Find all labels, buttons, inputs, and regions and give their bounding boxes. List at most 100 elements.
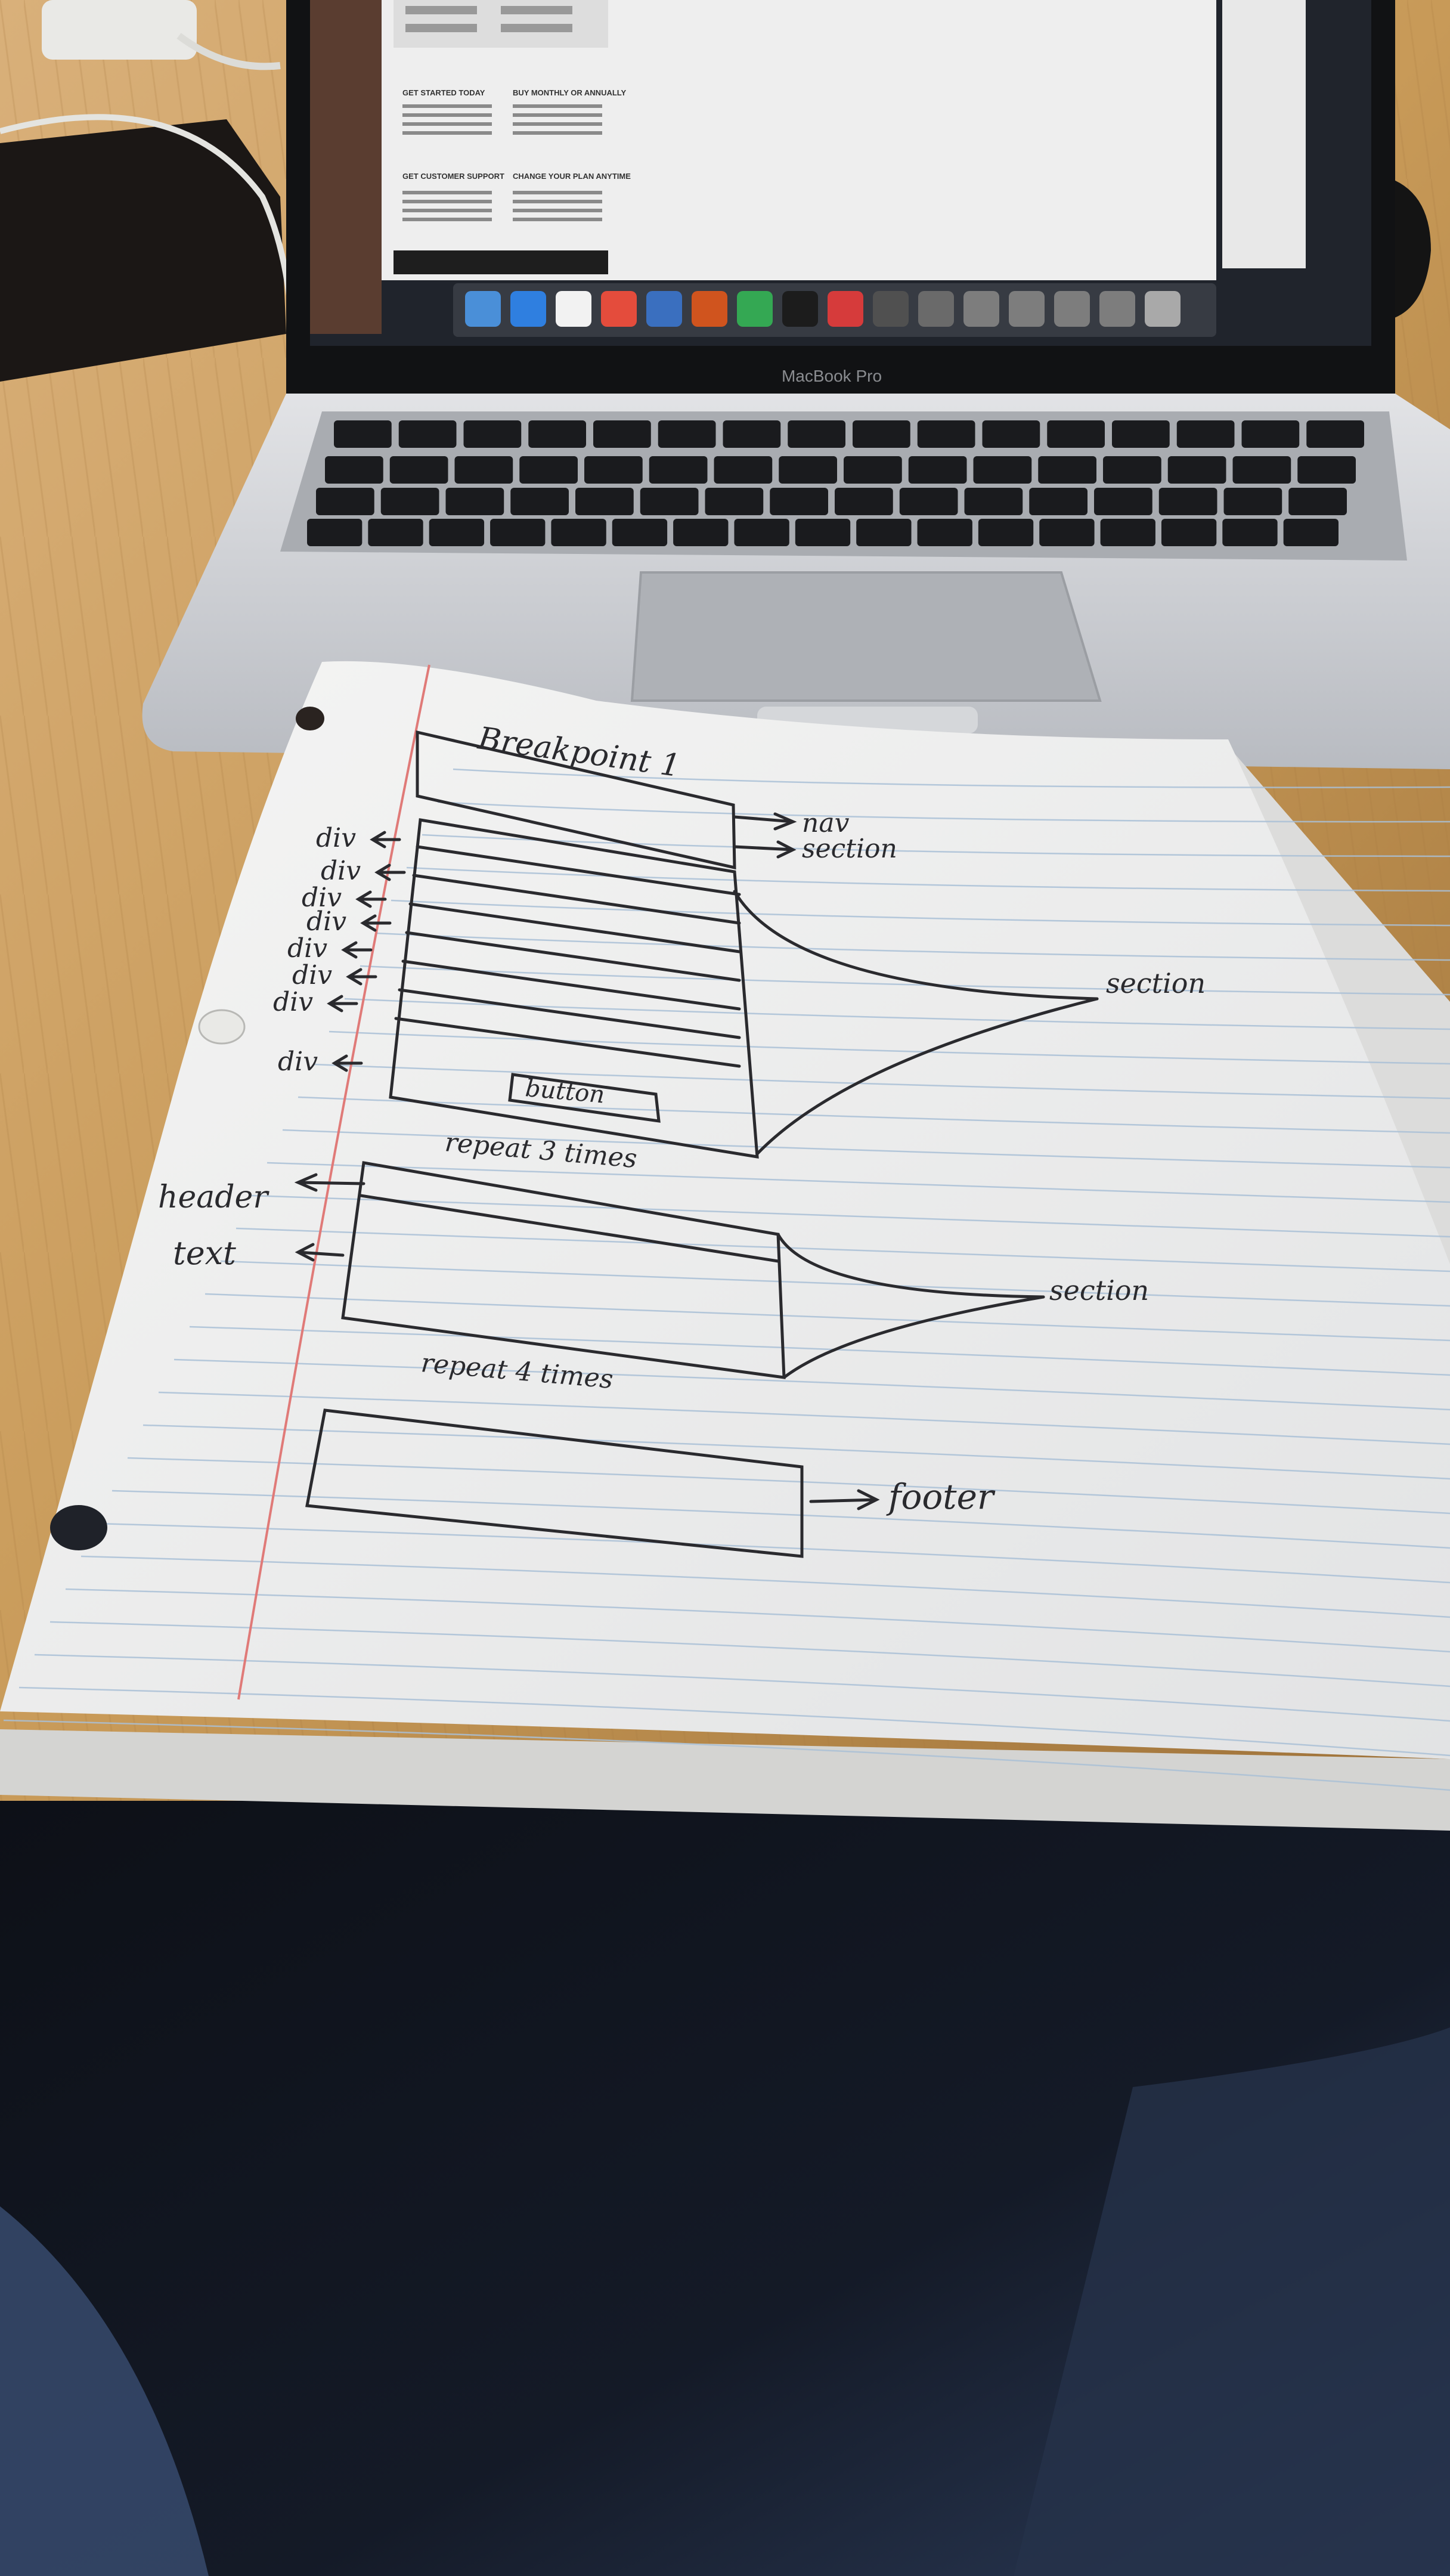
keyboard-key[interactable] [380,488,439,515]
keyboard-key[interactable] [1038,456,1096,484]
brace-bottom [755,997,1099,1156]
window-thumb-icon[interactable] [963,291,999,327]
dock-icons[interactable] [465,291,1181,327]
keyboard-key[interactable] [593,420,651,448]
keyboard-key[interactable] [844,456,902,484]
keyboard-key[interactable] [1288,488,1347,515]
keyboard-key[interactable] [1112,420,1170,448]
keyboard-key[interactable] [1222,519,1278,546]
text-label: text [173,1234,236,1272]
keyboard-key[interactable] [1223,488,1282,515]
keyboard-key[interactable] [510,488,569,515]
keyboard-key[interactable] [1158,488,1217,515]
keyboard[interactable] [307,420,1364,546]
notebook-edge [0,1729,1450,1831]
keyboard-key[interactable] [584,456,643,484]
chrome-icon[interactable] [601,291,637,327]
keyboard-key[interactable] [917,420,975,448]
keyboard-key[interactable] [1306,420,1364,448]
keyboard-key[interactable] [307,519,362,546]
keyboard-key[interactable] [612,519,668,546]
keyboard-key[interactable] [1241,420,1300,448]
keyboard-key[interactable] [899,488,958,515]
compass-icon[interactable] [873,291,909,327]
keyboard-key[interactable] [779,456,837,484]
keyboard-key[interactable] [1029,488,1088,515]
div-arrow [374,863,406,881]
rule-line [329,1030,1450,1065]
finder-icon[interactable] [465,291,501,327]
keyboard-key[interactable] [964,488,1023,515]
keyboard-key[interactable] [1297,456,1356,484]
keyboard-key[interactable] [714,456,773,484]
keyboard-key[interactable] [1100,519,1155,546]
keyboard-key[interactable] [551,519,606,546]
keyboard-key[interactable] [1283,519,1339,546]
keyboard-key[interactable] [429,519,485,546]
charger-cable [176,33,281,70]
keyboard-key[interactable] [982,420,1040,448]
sublime-icon[interactable] [692,291,727,327]
window-thumb-icon[interactable] [1099,291,1135,327]
binder-hole [50,1505,107,1550]
keyboard-key[interactable] [917,519,972,546]
keyboard-key[interactable] [1094,488,1152,515]
keyboard-key[interactable] [788,420,845,448]
keyboard-key[interactable] [389,456,448,484]
keyboard-key[interactable] [368,519,423,546]
keyboard-key[interactable] [723,420,781,448]
keyboard-key[interactable] [454,456,513,484]
keyboard-key[interactable] [640,488,699,515]
keyboard-key[interactable] [445,488,504,515]
keyboard-key[interactable] [853,420,910,448]
keyboard-key[interactable] [1176,420,1235,448]
keyboard-key[interactable] [519,456,578,484]
safari-icon[interactable] [510,291,546,327]
keyboard-key[interactable] [490,519,546,546]
window-thumb-icon[interactable] [1009,291,1045,327]
keyboard-key[interactable] [1047,420,1105,448]
keyboard-key[interactable] [325,456,383,484]
keyboard-key[interactable] [856,519,912,546]
keyboard-key[interactable] [575,488,634,515]
keyboard-key[interactable] [673,519,729,546]
trash-icon[interactable] [1145,291,1181,327]
rule-line [437,801,1450,823]
rule-line [96,1522,1450,1584]
keyboard-key[interactable] [770,488,828,515]
div-label: div [321,856,361,886]
slides-icon[interactable] [828,291,863,327]
keyboard-key[interactable] [1232,456,1291,484]
keyboard-key[interactable] [978,519,1034,546]
calendar-icon[interactable] [556,291,591,327]
keyboard-key[interactable] [795,519,851,546]
rule-line [80,1555,1450,1618]
div-row-line [405,931,741,982]
terminal-icon[interactable] [782,291,818,327]
keyboard-key[interactable] [1039,519,1095,546]
keyboard-key[interactable] [1161,519,1217,546]
keyboard-key[interactable] [528,420,586,448]
rule-line [49,1621,1450,1688]
keyboard-key[interactable] [835,488,893,515]
window-thumb-icon[interactable] [1054,291,1090,327]
keyboard-key[interactable] [1167,456,1226,484]
screen-heading-right-2: CHANGE YOUR PLAN ANYTIME [513,172,631,181]
keyboard-key[interactable] [316,488,374,515]
keyboard-key[interactable] [334,420,392,448]
keyboard-key[interactable] [908,456,967,484]
s-app-icon[interactable] [737,291,773,327]
keyboard-key[interactable] [734,519,789,546]
keyboard-key[interactable] [398,420,457,448]
maps-icon[interactable] [646,291,682,327]
keyboard-key[interactable] [973,456,1032,484]
trackpad[interactable] [630,571,1102,702]
nav-label: nav [802,808,850,838]
keyboard-key[interactable] [463,420,522,448]
keyboard-key[interactable] [658,420,716,448]
keyboard-key[interactable] [1103,456,1161,484]
keyboard-key[interactable] [649,456,708,484]
keyboard-key[interactable] [705,488,764,515]
header-label: header [158,1179,269,1215]
settings-icon[interactable] [918,291,954,327]
